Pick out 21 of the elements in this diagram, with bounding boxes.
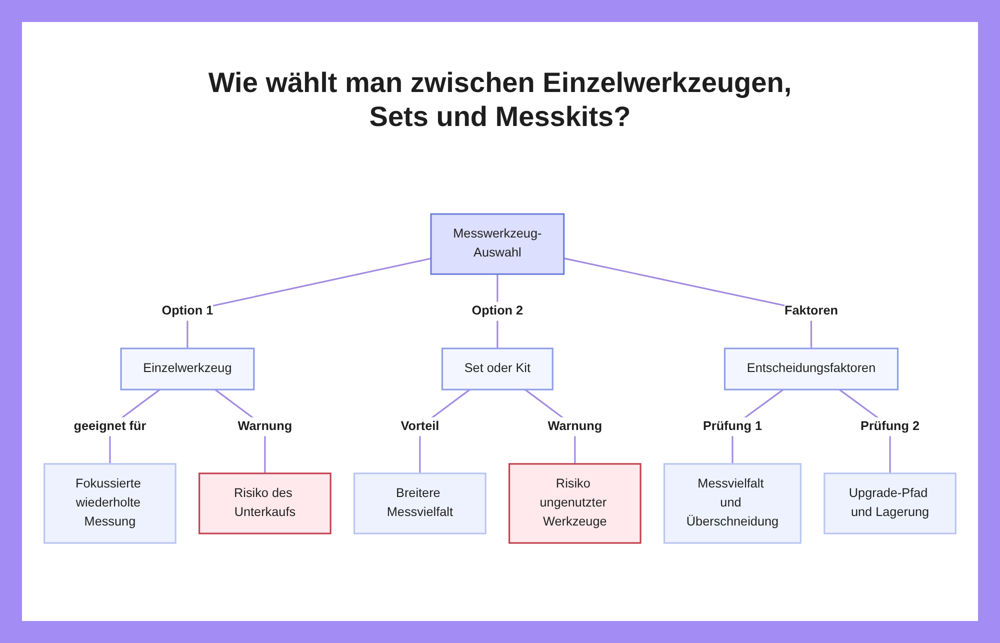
node-box: [508, 463, 642, 544]
edge-label: Prüfung 2: [860, 420, 920, 434]
node-box: [724, 348, 899, 390]
node-box: [441, 348, 554, 390]
node-box: [663, 463, 802, 544]
node-box: [354, 472, 486, 534]
node-box: [824, 472, 956, 534]
title: Wie wählt man zwischen Einzelwerkzeugen, Sets und Messkits?: [207, 66, 793, 134]
edge-label: Option 2: [472, 304, 524, 318]
edge-label: Warnung: [238, 420, 292, 434]
edge-label: geeignet für: [74, 420, 146, 434]
node-box: [120, 348, 255, 390]
node-box: [44, 463, 176, 544]
node-box: [198, 472, 332, 534]
edge-label: Vorteil: [400, 420, 440, 434]
edge-label: Faktoren: [784, 304, 838, 318]
edge-label: Warnung: [548, 420, 602, 434]
node-box: [430, 213, 565, 275]
edge-label: Option 1: [162, 304, 214, 318]
card: Wie wählt man zwischen Einzelwerkzeugen, Sets und Messkits? Option 1 Option 2 Faktoren geeignet für Warnung Vorteil Warnung Prüfung 1 Prüfung 2 Messwerkzeug-Auswahl Einzelwerkzeug Set oder Kit Entscheidungsfaktoren Fokussierte wiederholte Messung Risiko des Unterkaufs Breitere Messvielfalt Risiko ungenutzter Werkzeuge Messvielfalt und Überschneidung Upgrade-Pfad und Lagerung: [22, 22, 978, 621]
edge-label: Prüfung 1: [702, 420, 762, 434]
